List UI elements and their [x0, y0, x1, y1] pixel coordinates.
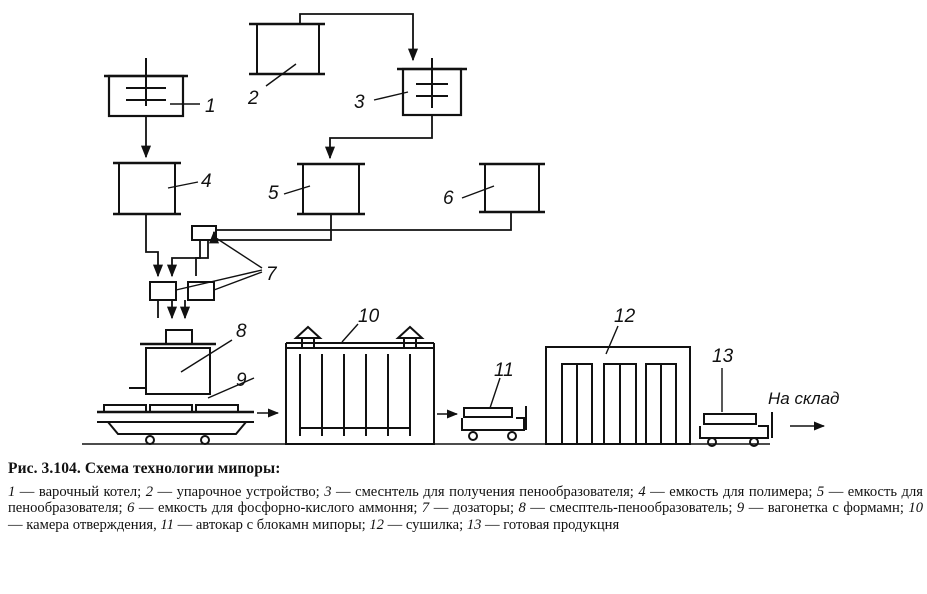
caption-item: 8 — смесптель-пенообразователь;	[519, 500, 737, 516]
equipment-4-polymer-tank	[113, 161, 199, 216]
equipment-10-curing-chamber	[285, 323, 459, 445]
equipment-3-mixer	[373, 58, 467, 117]
caption-item-number: 13	[466, 516, 482, 533]
caption-item-text: — сушилка;	[383, 516, 467, 533]
caption-item-text: — вагонетка с формамн;	[744, 500, 909, 517]
equipment-8-mixer-foamer	[129, 329, 233, 395]
caption-item: 11 — автокар с блокамн мипоры;	[160, 517, 369, 533]
caption-item: 3 — смеснтель для получения пенообразова…	[324, 484, 638, 500]
caption-item-text: — смесптель-пенообразователь;	[525, 500, 737, 517]
caption-item-text: — варочный котел;	[15, 484, 146, 500]
caption-item: 7 — дозаторы;	[422, 500, 519, 516]
equipment-13-finished-products-truck	[699, 368, 826, 447]
caption-item-number: 5	[816, 484, 825, 500]
caption-item-text: — смеснтель для получения пенообразовате…	[331, 484, 639, 500]
caption-item-number: 9	[736, 500, 745, 517]
caption-item: 9 — вагонетка с формамн;	[737, 500, 909, 516]
caption-title: Рис. 3.104. Схема технологии мипоры:	[8, 460, 281, 477]
caption-item: 5 — емкость для пенообразователя;	[8, 484, 923, 516]
label-2: 2	[247, 88, 259, 109]
label-3: 3	[354, 92, 365, 113]
caption-item: 1 — варочный котел;	[8, 484, 146, 500]
caption-item-number: 2	[145, 484, 153, 500]
caption-item-text: — емкость для фосфорно-кислого аммоння;	[134, 500, 422, 517]
caption-item-number: 12	[369, 516, 384, 533]
caption-item-number: 3	[324, 484, 332, 500]
label-1: 1	[205, 96, 216, 117]
caption-item-text: — готовая продукцня	[481, 516, 620, 533]
equipment-5-foaming-agent-tank	[283, 162, 365, 216]
caption-item: 12 — сушилка;	[369, 517, 466, 533]
caption-item: 2 — упарочное устройство;	[146, 484, 325, 500]
equipment-9-mold-carriage	[97, 377, 280, 445]
caption-item-text: — емкость для полимера;	[645, 484, 817, 500]
caption-item: 10 — камера отверждения,	[8, 500, 923, 532]
caption-item-number: 11	[160, 516, 174, 533]
label-6: 6	[443, 188, 454, 209]
destination-label: На склад	[768, 389, 839, 408]
equipment-11-forklift	[461, 377, 527, 441]
caption-item-text: — упарочное устройство;	[152, 484, 325, 500]
process-flow-diagram: 1 2 3 4 5 6 7 8 9 10 11 12 13 На склад	[82, 13, 839, 447]
caption-item-text: — камера отверждения,	[8, 516, 161, 533]
equipment-1-cooking-kettle	[104, 58, 200, 118]
caption-item-number: 6	[127, 500, 135, 517]
caption-item-text: — автокар с блокамн мипоры;	[173, 516, 370, 533]
label-13: 13	[712, 346, 734, 367]
label-8: 8	[236, 321, 247, 342]
caption-item-number: 7	[421, 500, 430, 517]
caption-item: 6 — емкость для фосфорно-кислого аммоння…	[127, 500, 422, 516]
caption-legend: 1 — варочный котел; 2 — упарочное устрой…	[8, 484, 923, 533]
equipment-2-evaporator	[249, 22, 325, 87]
equipment-7-dosers	[149, 225, 263, 301]
caption-item-text: — дозаторы;	[429, 500, 519, 517]
caption-item-number: 10	[908, 500, 924, 517]
figure-caption: Рис. 3.104. Схема технологии мипоры: 1 —…	[8, 460, 923, 533]
caption-item: 13 — готовая продукцня	[467, 517, 619, 533]
label-4: 4	[201, 171, 212, 192]
caption-item-number: 4	[638, 484, 646, 500]
label-11: 11	[494, 360, 514, 381]
pipelines	[140, 13, 512, 320]
label-12: 12	[614, 306, 636, 327]
caption-item: 4 — емкость для полимера;	[638, 484, 817, 500]
equipment-6-ammonium-phosphate-tank	[461, 162, 545, 214]
label-7: 7	[266, 264, 278, 285]
equipment-12-dryer	[545, 325, 691, 445]
label-9: 9	[236, 370, 247, 391]
caption-item-number: 1	[8, 484, 16, 500]
caption-item-number: 8	[518, 500, 526, 517]
label-10: 10	[358, 306, 380, 327]
label-5: 5	[268, 183, 279, 204]
caption-item-text: — емкость для пенообразователя;	[8, 484, 923, 517]
